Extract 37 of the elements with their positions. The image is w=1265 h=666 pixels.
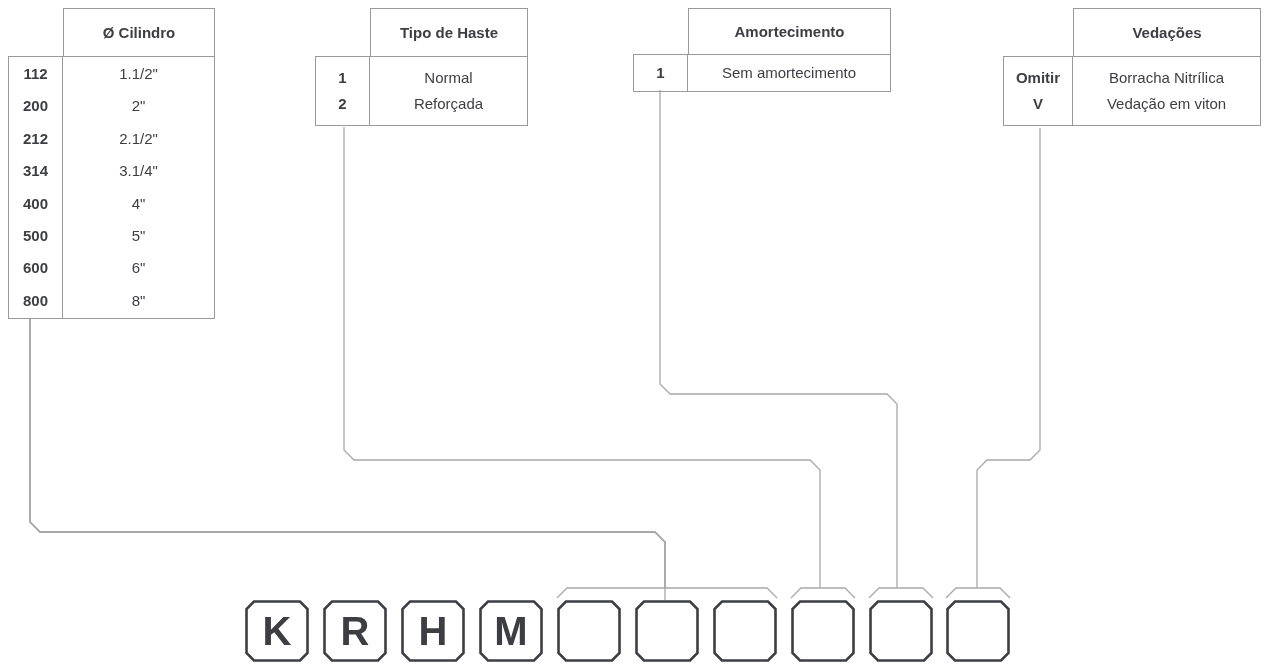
option-code: 800: [23, 290, 48, 311]
column-header: Tipo de Haste: [370, 8, 528, 56]
column-header: Ø Cilindro: [63, 8, 215, 56]
option-code: 112: [23, 64, 48, 84]
option-description: Borracha Nitrílica: [1108, 68, 1224, 88]
option-code: 400: [23, 193, 48, 214]
option-code: 200: [23, 96, 48, 117]
option-code: 1: [656, 63, 665, 83]
option-code: 1: [338, 68, 347, 88]
option-description: 4": [131, 193, 146, 214]
option-code: 2: [338, 94, 347, 114]
code-letter: M: [494, 608, 528, 654]
option-description: 8": [131, 290, 146, 311]
option-description: Reforçada: [413, 94, 484, 114]
option-code: 500: [23, 226, 48, 247]
option-code: Omitir: [1015, 68, 1061, 88]
option-description: Vedação em viton: [1106, 94, 1227, 114]
code-letter: R: [340, 608, 370, 654]
option-description: 5": [131, 226, 146, 247]
option-description: 2.1/2": [119, 128, 158, 149]
option-code: 600: [23, 258, 48, 279]
leader-line: [343, 126, 856, 599]
leader-line: [659, 89, 934, 599]
code-letter: H: [418, 608, 448, 654]
option-description: Normal: [424, 68, 473, 88]
option-code: 314: [23, 161, 48, 182]
option-description: 1.1/2": [119, 64, 158, 84]
column-header: Amortecimento: [688, 8, 891, 54]
option-description: 2": [131, 96, 146, 117]
option-code: 212: [23, 128, 48, 149]
code-letter: K: [262, 608, 292, 654]
option-description: 6": [131, 258, 146, 279]
option-description: Sem amortecimento: [721, 63, 857, 83]
leader-line: [945, 127, 1041, 599]
option-code: V: [1033, 94, 1043, 114]
column-header: Vedações: [1073, 8, 1261, 56]
option-description: 3.1/4": [119, 161, 158, 182]
